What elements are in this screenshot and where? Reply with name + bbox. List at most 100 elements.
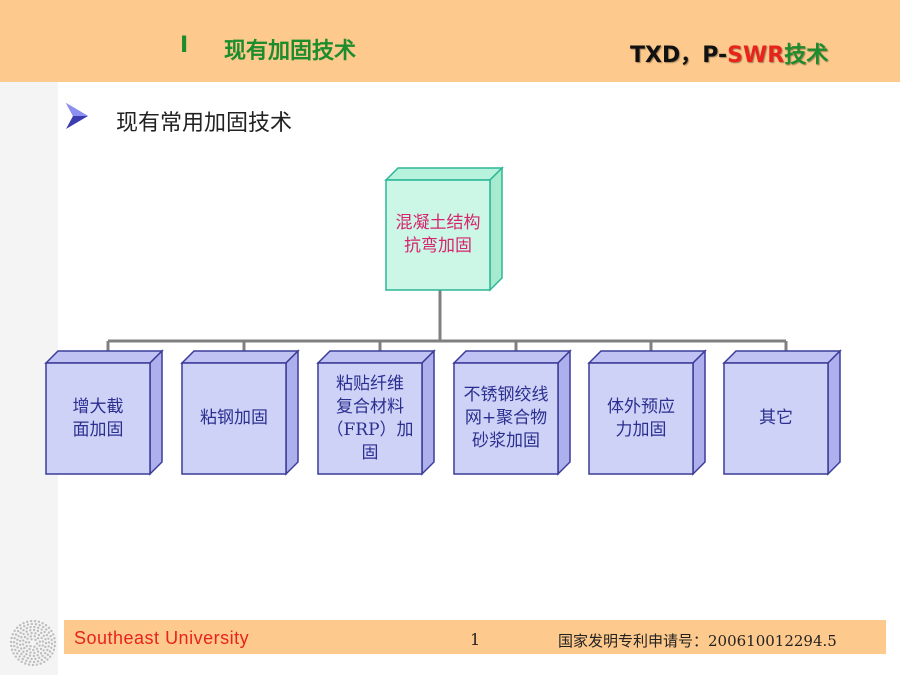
child-node: 体外预应力加固 (589, 363, 693, 474)
logo-dot (13, 629, 16, 633)
child-node: 增大截面加固 (46, 363, 150, 474)
child-node-lines: 其它 (759, 407, 793, 430)
child-node-line: 面加固 (72, 419, 124, 440)
logo-dot (22, 621, 25, 625)
logo-dot (29, 635, 32, 638)
root-box-face (385, 179, 491, 291)
child-box-top (722, 350, 842, 364)
logo-dot (36, 653, 39, 657)
logo-dot (10, 636, 13, 640)
logo-dot (21, 643, 25, 646)
logo-dot (27, 663, 31, 666)
logo-dot (29, 625, 32, 629)
child-box-face (588, 362, 694, 475)
child-node-line: 粘钢加固 (200, 408, 268, 428)
logo-dot (30, 622, 34, 626)
child-box-top (180, 350, 300, 364)
child-node-line: 体外预应 (607, 396, 675, 417)
logo-dot (40, 636, 43, 640)
logo-dot (32, 628, 36, 632)
logo-dot (40, 658, 43, 662)
bullet-text: 现有常用加固技术 (116, 111, 293, 136)
logo-dot (36, 660, 40, 663)
child-node-line: 增大截 (72, 396, 124, 417)
logo-dot (40, 631, 43, 635)
child-box-top (587, 350, 707, 364)
child-node-lines: 增大截面加固 (73, 396, 124, 442)
logo-dot (26, 656, 30, 660)
logo-dot (50, 638, 53, 642)
logo-dot (25, 627, 29, 630)
logo-dot (36, 626, 40, 630)
logo-dot (43, 656, 47, 659)
brand-label: TXD，P-SWR技术 (630, 37, 828, 69)
logo-dot (15, 642, 19, 645)
child-box-side (692, 349, 706, 476)
patent-number: 国家发明专利申请号：200610012294.5 (558, 632, 837, 650)
logo-dot (46, 653, 50, 657)
logo-dot (10, 648, 14, 651)
logo-dot (20, 647, 23, 650)
logo-dot (22, 628, 25, 632)
logo-dot (45, 633, 49, 637)
child-box-side (557, 349, 571, 476)
child-node: 粘钢加固 (182, 363, 286, 474)
logo-dot (33, 651, 36, 655)
logo-dot (25, 630, 28, 633)
logo-dot (44, 641, 48, 645)
logo-dot (33, 645, 36, 648)
logo-dot (47, 641, 51, 644)
logo-dot (45, 628, 48, 631)
logo-dot (50, 646, 53, 649)
logo-dot (16, 646, 19, 649)
root-node: 混凝土结构抗弯加固 (386, 180, 490, 290)
child-node-lines: 粘钢加固 (200, 407, 268, 430)
logo-dot (30, 631, 33, 635)
logo-dot (47, 637, 50, 640)
logo-dot (38, 644, 41, 647)
child-box-side (827, 349, 841, 476)
logo-dot (41, 644, 44, 647)
child-box-side (421, 349, 435, 476)
logo-dot (12, 640, 16, 644)
brand-part-txd: TXD (630, 43, 681, 68)
logo-dot (47, 645, 50, 648)
child-node-lines: 体外预应力加固 (607, 396, 675, 442)
logo-dot (31, 663, 35, 667)
logo-dot (20, 652, 23, 656)
brand-part-tech: 技术 (784, 43, 829, 68)
logo-dot (13, 644, 16, 648)
logo-dot (33, 619, 37, 623)
logo-dot (43, 660, 46, 664)
logo-dot (26, 623, 30, 626)
child-box-side (149, 349, 163, 476)
logo-dot (34, 638, 37, 642)
child-node-line: （FRP）加 (326, 419, 414, 440)
logo-dot (39, 652, 43, 655)
logo-dot (27, 641, 31, 644)
logo-dot (38, 640, 42, 643)
child-node-line: 复合材料 (335, 396, 404, 417)
logo-dot (17, 658, 20, 661)
child-node-line: 不锈钢绞线 (463, 385, 549, 405)
logo-dot (32, 660, 36, 664)
logo-dot (41, 654, 44, 658)
logo-dot (38, 624, 41, 627)
brand-separator: ， (680, 43, 703, 68)
logo-dot (32, 648, 35, 652)
logo-dot (22, 639, 25, 642)
logo-dot (35, 647, 39, 650)
child-box-side (285, 349, 299, 476)
logo-dot (24, 641, 28, 644)
logo-dot (33, 635, 36, 638)
logo-dot (52, 648, 56, 652)
logo-dot (23, 646, 26, 650)
root-node-line: 抗弯加固 (404, 236, 472, 256)
logo-dot (25, 649, 29, 653)
root-box-top (384, 167, 504, 181)
logo-dot (50, 629, 53, 633)
logo-dot (29, 629, 32, 632)
logo-dot (39, 647, 43, 651)
logo-dot (46, 658, 49, 661)
logo-dot (14, 648, 17, 652)
